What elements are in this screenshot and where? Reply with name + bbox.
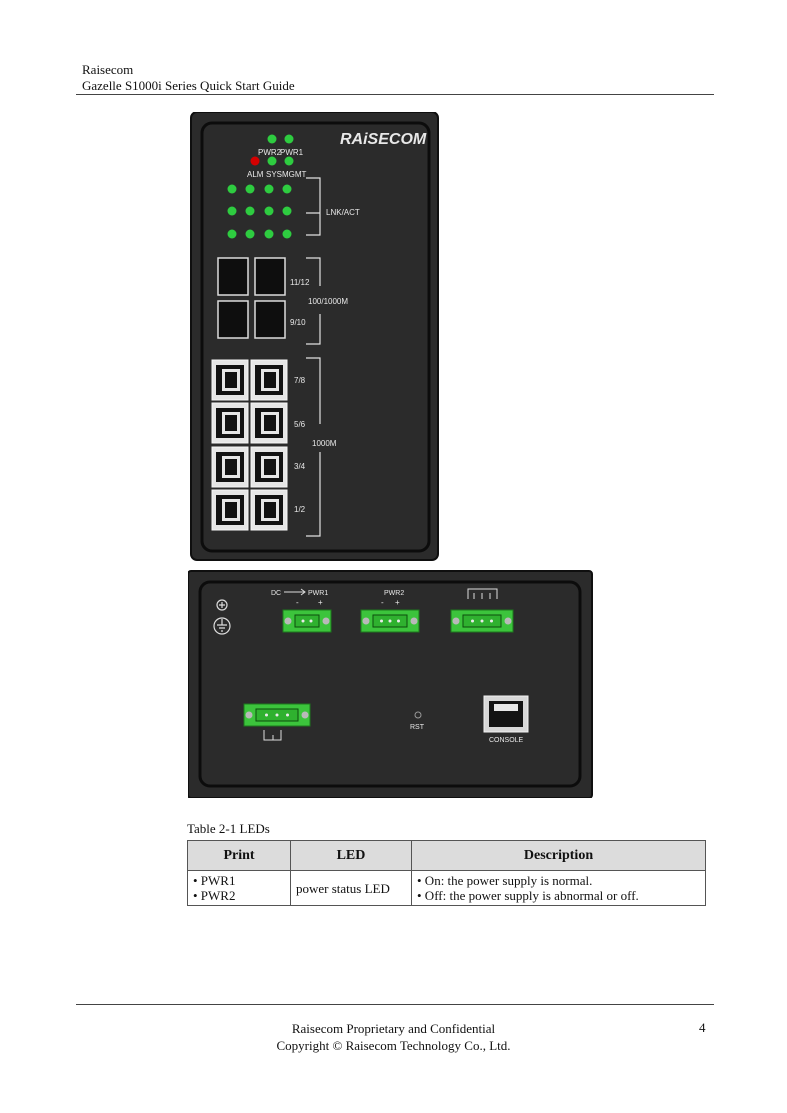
table-caption: Table 2-1 LEDs (187, 821, 270, 836)
led-alm (250, 156, 260, 166)
rj45-ports (211, 359, 288, 531)
led-sys (267, 156, 277, 166)
led-mgmt (284, 156, 294, 166)
label-rj-5-6: 5/6 (294, 420, 306, 429)
status-leds: PWR2 PWR1 ALM SYS MGMT (247, 134, 307, 179)
footer-copyright: Copyright © Raisecom Technology Co., Ltd… (276, 1038, 511, 1053)
rj45-port (211, 402, 249, 444)
label-sfp-speed: 100/1000M (308, 297, 348, 306)
rj45-port (211, 359, 249, 401)
page-footer: Raisecom Proprietary and Confidential Co… (0, 1020, 787, 1054)
label-bottom-pwr1: PWR1 (308, 590, 328, 597)
label-rj-3-4: 3/4 (294, 462, 306, 471)
document-title: Gazelle S1000i Series Quick Start Guide (82, 78, 295, 93)
led-lnk-act (264, 206, 274, 216)
label-sys: SYS (266, 170, 282, 179)
header-led: LED (290, 840, 412, 871)
pwr2-connector (360, 609, 420, 633)
label-rj-speed: 1000M (312, 439, 337, 448)
front-panel: RAiSECOM PWR2 PWR1 ALM SYS MGMT LNK/ACT (190, 112, 439, 561)
label-dc: DC (271, 590, 281, 597)
device-illustration: RAiSECOM PWR2 PWR1 ALM SYS MGMT LNK/ACT (188, 112, 593, 798)
led-lnk-act (282, 229, 292, 239)
led-pwr2 (267, 134, 277, 144)
footer-confidential: Raisecom Proprietary and Confidential (291, 1021, 496, 1036)
company-name: Raisecom (82, 62, 134, 77)
led-lnk-act (282, 206, 292, 216)
cell-led: power status LED (290, 870, 412, 906)
header-print: Print (187, 840, 291, 871)
page-number: 4 (699, 1020, 706, 1035)
table-row: • PWR1 • PWR2 power status LED • On: the… (187, 870, 706, 906)
label-lnk-act: LNK/ACT (326, 208, 360, 217)
led-lnk-act (227, 206, 237, 216)
label-sfp-11-12: 11/12 (290, 278, 310, 287)
rj45-port (211, 446, 249, 488)
led-pwr1 (284, 134, 294, 144)
label-rj-1-2: 1/2 (294, 505, 306, 514)
label-sfp-9-10: 9/10 (290, 318, 306, 327)
reset-button (414, 711, 422, 719)
label-pwr1: PWR1 (280, 148, 304, 157)
label-alm: ALM (247, 170, 264, 179)
device-figure: RAiSECOM PWR2 PWR1 ALM SYS MGMT LNK/ACT (188, 112, 596, 798)
sfp-ports (217, 257, 286, 339)
ground-icon (213, 599, 231, 635)
led-lnk-act (245, 206, 255, 216)
alarm-connector (450, 609, 514, 633)
rj45-port (250, 402, 288, 444)
footer-divider (76, 1004, 714, 1005)
rj45-port (250, 359, 288, 401)
cell-print: • PWR1 • PWR2 (187, 870, 291, 906)
led-lnk-act (245, 229, 255, 239)
label-minus-1: - (296, 598, 299, 607)
print-item: • PWR2 (193, 888, 236, 903)
led-lnk-act (264, 184, 274, 194)
label-console: CONSOLE (489, 737, 524, 744)
label-rst: RST (410, 724, 425, 731)
rj45-port (250, 489, 288, 531)
label-mgmt: MGMT (282, 170, 307, 179)
description-item: • Off: the power supply is abnormal or o… (417, 888, 639, 903)
rj45-port (211, 489, 249, 531)
print-item: • PWR1 (193, 873, 236, 888)
bottom-panel: DC PWR1 - + PWR2 - + RST CONSOLE (188, 570, 593, 798)
console-port (483, 695, 529, 733)
label-rj-7-8: 7/8 (294, 376, 306, 385)
description-item: • On: the power supply is normal. (417, 873, 593, 888)
page-header: Raisecom Gazelle S1000i Series Quick Sta… (82, 62, 295, 94)
header-description: Description (411, 840, 706, 871)
led-lnk-act (227, 184, 237, 194)
label-pwr2: PWR2 (258, 148, 282, 157)
label-plus-2: + (395, 598, 400, 607)
pwr1-connector (282, 609, 332, 633)
header-divider (76, 94, 714, 95)
led-lnk-act (227, 229, 237, 239)
brand-logo: RAiSECOM (340, 131, 427, 148)
label-plus-1: + (318, 598, 323, 607)
led-lnk-act (264, 229, 274, 239)
led-lnk-act (282, 184, 292, 194)
terminal-connector (243, 703, 311, 727)
cell-description: • On: the power supply is normal. • Off:… (411, 870, 706, 906)
label-bottom-pwr2: PWR2 (384, 590, 404, 597)
rj45-port (250, 446, 288, 488)
led-lnk-act (245, 184, 255, 194)
label-minus-2: - (381, 598, 384, 607)
led-table: Print LED Description • PWR1 • PWR2 powe… (187, 840, 706, 906)
lnk-act-leds (227, 184, 292, 239)
table-header-row: Print LED Description (187, 840, 706, 871)
